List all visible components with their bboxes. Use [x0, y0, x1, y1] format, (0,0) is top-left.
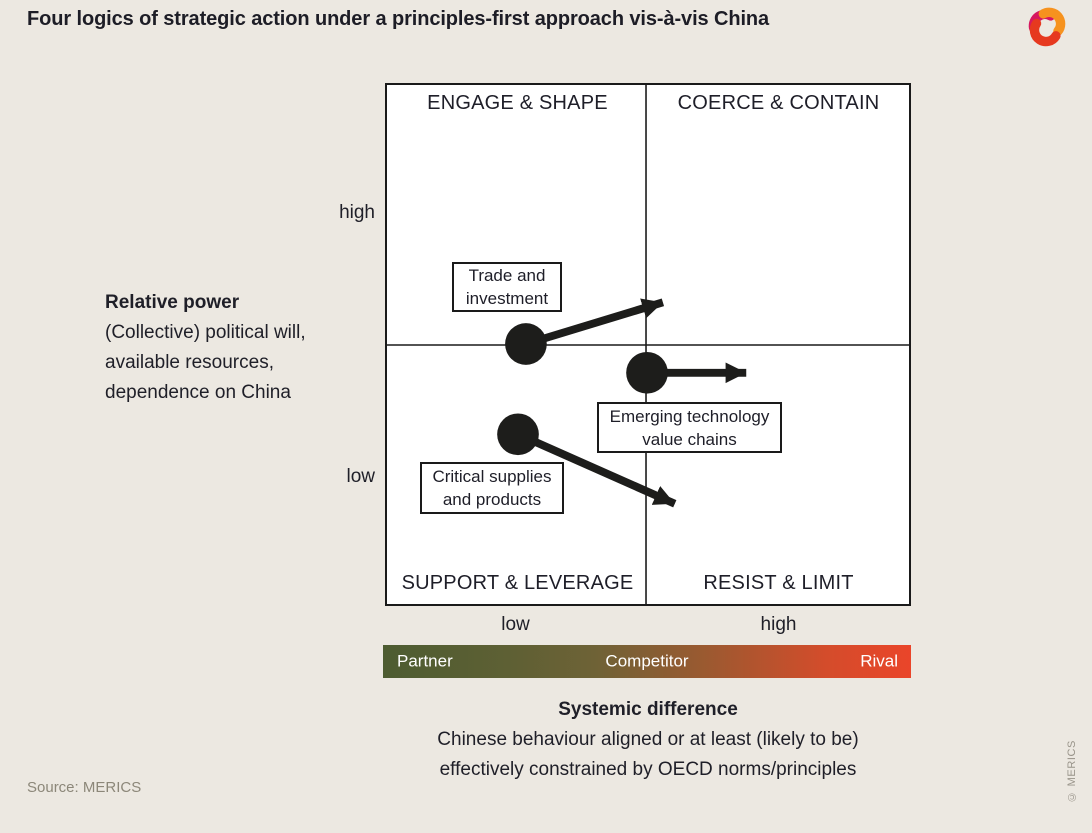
x-axis-description-line: Chinese behaviour aligned or at least (l…: [437, 729, 859, 750]
diagram-canvas: [387, 85, 909, 604]
item-label-critical-supplies: Critical supplies and products: [420, 462, 564, 514]
y-axis-description-line: available resources,: [105, 352, 274, 373]
spectrum-label-competitor: Competitor: [605, 651, 689, 671]
quadrant-label-coerce-contain: COERCE & CONTAIN: [677, 92, 880, 114]
item-label-emerging-technology: Emerging technology value chains: [597, 402, 782, 453]
spectrum-label-partner: Partner: [397, 651, 453, 671]
item-label-trade-investment: Trade and investment: [452, 262, 562, 312]
y-axis-description-line: dependence on China: [105, 382, 291, 403]
quadrant-label-support-leverage: SUPPORT & LEVERAGE: [401, 572, 634, 594]
x-axis-caption: Systemic difference Chinese behaviour al…: [385, 695, 911, 785]
quadrant-label-resist-limit: RESIST & LIMIT: [703, 572, 854, 594]
partner-rival-spectrum-bar: Partner Competitor Rival: [383, 645, 911, 678]
x-tick-high: high: [760, 614, 797, 635]
merics-logo-icon: [1028, 7, 1066, 47]
x-axis-title: Systemic difference: [558, 699, 738, 720]
data-point-critical-supplies-and-products: [497, 413, 539, 456]
copyright-note: © MERICS: [1066, 740, 1078, 803]
spectrum-label-rival: Rival: [860, 651, 898, 671]
trend-arrow-critical-supplies-and-products: [516, 430, 677, 508]
y-tick-low: low: [346, 466, 375, 487]
data-point-emerging-technology-value-chains: [626, 351, 668, 394]
trend-arrow-trade-and-investment: [524, 298, 665, 348]
quadrant-matrix: ENGAGE & SHAPE COERCE & CONTAIN SUPPORT …: [385, 83, 911, 606]
quadrant-label-engage-shape: ENGAGE & SHAPE: [427, 92, 608, 114]
source-note: Source: MERICS: [27, 779, 142, 796]
x-axis-description-line: effectively constrained by OECD norms/pr…: [439, 759, 857, 780]
data-point-trade-and-investment: [505, 323, 547, 365]
x-tick-low: low: [501, 614, 530, 635]
y-axis-description-line: (Collective) political will,: [105, 322, 306, 343]
y-axis-title: Relative power: [105, 292, 240, 313]
y-axis-caption: Relative power (Collective) political wi…: [105, 288, 306, 408]
figure-title: Four logics of strategic action under a …: [27, 8, 770, 30]
y-tick-high: high: [339, 202, 375, 223]
